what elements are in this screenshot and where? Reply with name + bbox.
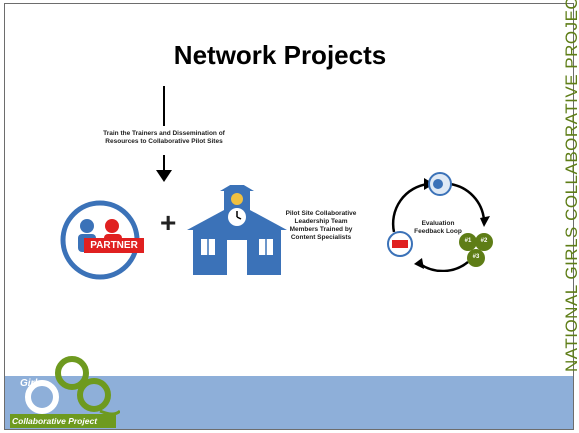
arrow-shaft-bottom	[163, 155, 165, 173]
cycle-label-1: #1	[464, 238, 472, 244]
cycle-label-2: #2	[480, 238, 488, 244]
partner-label: PARTNER	[84, 238, 144, 253]
schoolhouse-icon	[187, 185, 287, 275]
logo-girls-text: Girls	[20, 378, 43, 389]
evaluation-cycle-diagram	[387, 172, 493, 272]
train-the-trainers-text: Train the Trainers and Dissemination of …	[103, 130, 225, 145]
side-vertical-text: NATIONAL GIRLS COLLABORATIVE PROJECT	[562, 0, 579, 372]
slide-frame	[4, 3, 574, 430]
evaluation-loop-text: Evaluation Feedback Loop	[414, 220, 462, 235]
down-arrow-icon	[156, 170, 172, 182]
arrow-shaft-top	[163, 86, 165, 126]
cycle-label-3: #3	[472, 254, 480, 260]
slide-title: Network Projects	[173, 40, 387, 70]
logo-label: Collaborative Project	[10, 414, 116, 428]
plus-sign: +	[160, 207, 177, 238]
pilot-site-text: Pilot Site Collaborative Leadership Team…	[285, 210, 357, 241]
ngcp-logo	[10, 356, 120, 418]
